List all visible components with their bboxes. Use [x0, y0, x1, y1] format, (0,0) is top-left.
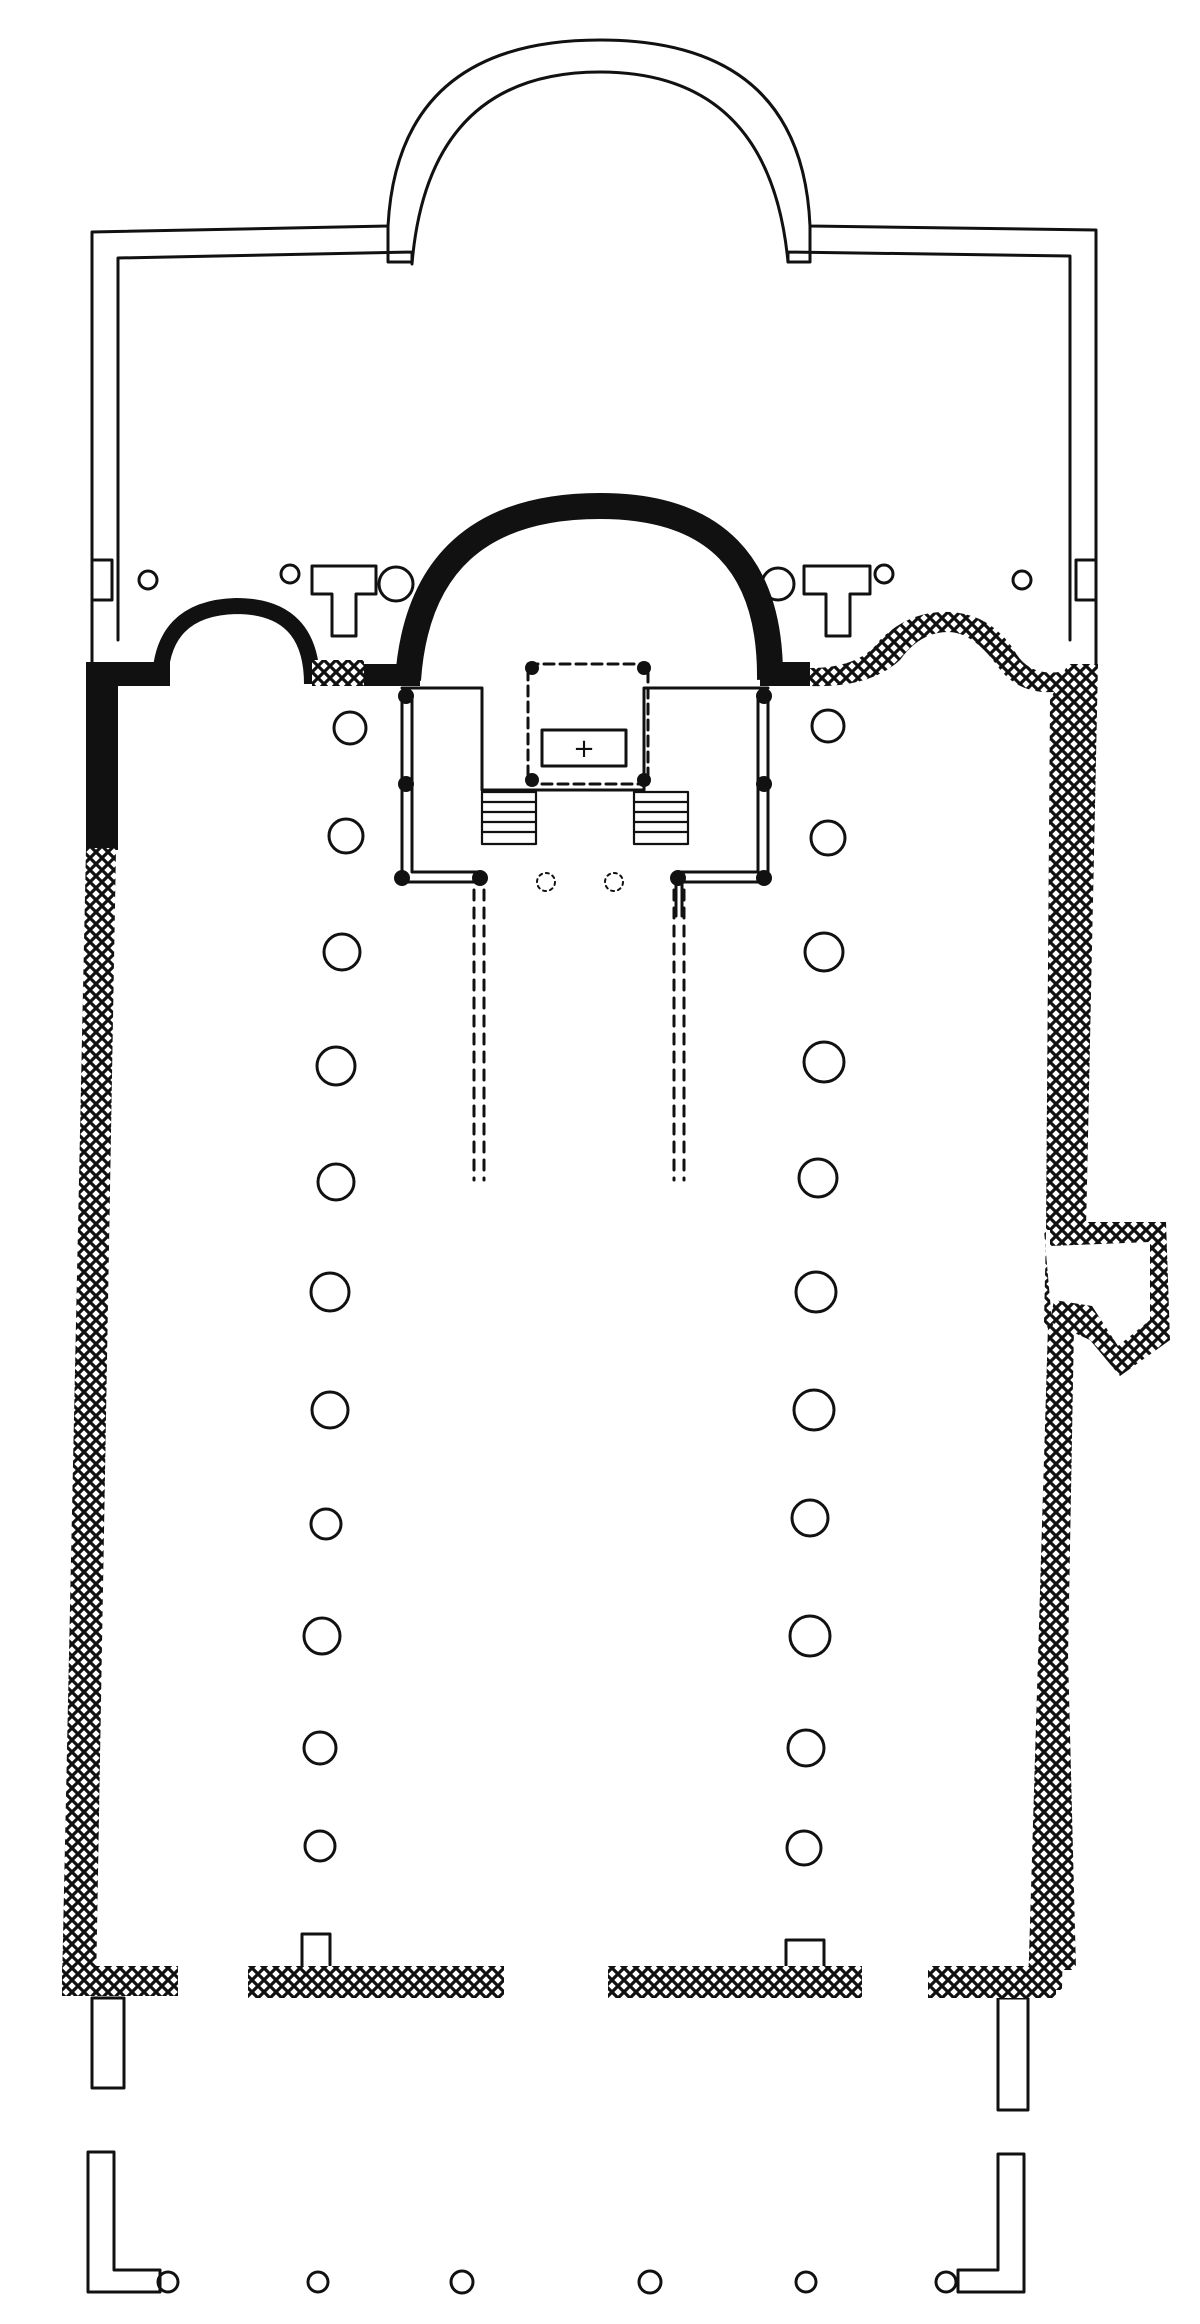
stairs-left — [480, 790, 538, 846]
nave-columns-left — [302, 710, 368, 1863]
t-shaped-piers — [310, 564, 872, 638]
narthex-piers — [86, 1996, 1030, 2294]
apse-small-solid — [152, 597, 320, 685]
transept-outer-wall — [90, 38, 1098, 666]
choir-enclosure — [400, 686, 770, 1182]
hatched-walls — [62, 611, 1170, 1998]
transept-side-recesses — [90, 558, 1098, 602]
facade-small-piers — [300, 1932, 826, 1974]
stairs-right — [632, 790, 690, 846]
nave-columns-right — [785, 708, 847, 1867]
dotted-columns — [536, 872, 624, 892]
apse-main-solid — [395, 492, 784, 681]
choir-posts — [394, 688, 772, 886]
altar: + — [540, 728, 628, 768]
transept-small-columns — [137, 563, 1033, 603]
solid-wall-fragments — [86, 662, 810, 850]
ciborium — [525, 661, 651, 787]
altar-cross-icon: + — [573, 734, 595, 764]
portico-columns — [156, 2269, 958, 2295]
